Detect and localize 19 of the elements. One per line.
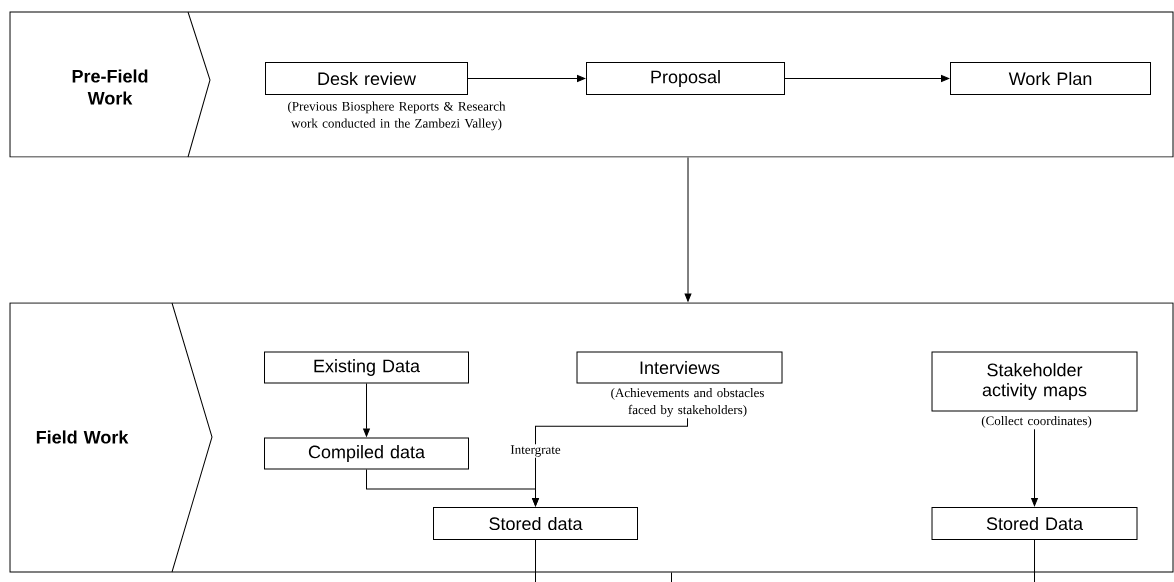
arrow: [684, 157, 692, 302]
process-box: Stored data: [433, 507, 638, 540]
note-text: (Achievements and obstacles faced by stakeholders): [611, 388, 764, 417]
edge-label: Intergrate: [510, 445, 561, 457]
arrow: [784, 75, 950, 82]
process-box: Existing Data: [264, 351, 469, 384]
process-box: Stored Data: [931, 507, 1138, 540]
process-box: Compiled data: [264, 437, 469, 470]
process-box: Proposal: [586, 62, 785, 95]
arrow: [1031, 428, 1038, 507]
process-box: Stakeholder activity maps: [931, 351, 1138, 412]
note-text: (Previous Biosphere Reports & Research work conducted in the Zambezi Valley): [288, 101, 506, 131]
process-box: Desk review: [265, 62, 468, 95]
process-box: Interviews: [576, 351, 783, 384]
arrow: [363, 383, 370, 437]
process-box: Work Plan: [950, 62, 1151, 95]
note-text: (Collect coordinates): [981, 416, 1092, 428]
arrow: [467, 75, 586, 82]
arrow: [366, 469, 539, 507]
